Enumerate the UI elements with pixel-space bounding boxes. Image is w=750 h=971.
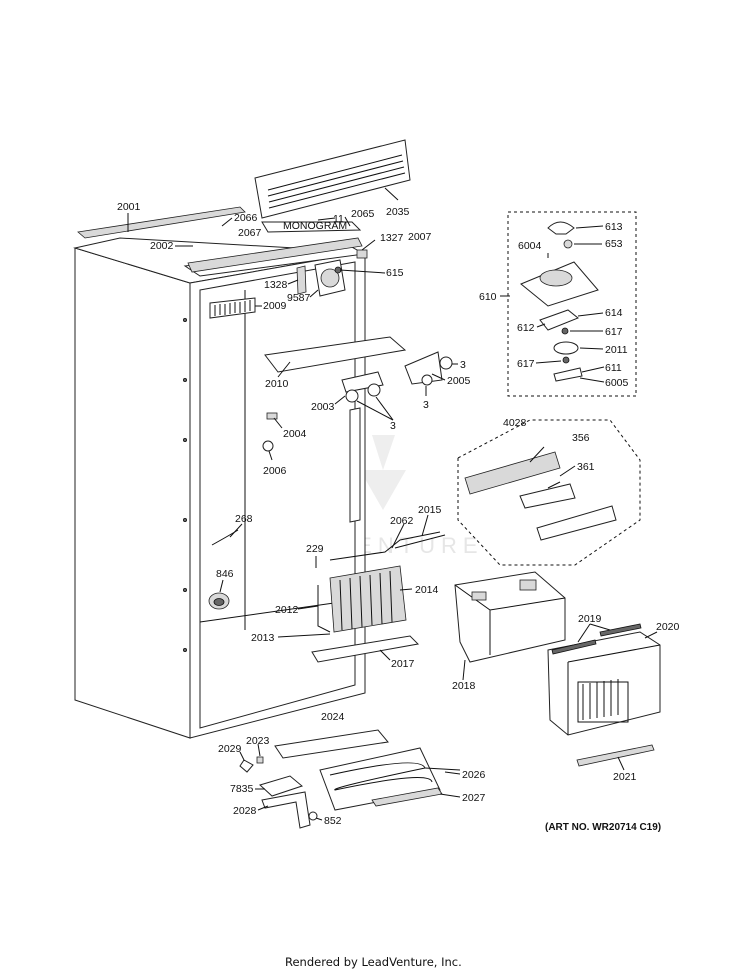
- label-2020: 2020: [656, 621, 680, 633]
- sensor-2029: [239, 759, 254, 773]
- label-3-b: 3: [423, 399, 429, 411]
- part-labels: 2001 2066 2067 2002 11 2065 2035 1327 20…: [117, 201, 680, 827]
- label-6004: 6004: [518, 240, 542, 252]
- label-2017: 2017: [391, 658, 415, 670]
- label-2065: 2065: [351, 208, 375, 220]
- control-panel-2002: [187, 237, 363, 273]
- label-2003: 2003: [311, 401, 335, 413]
- brand-plate-text: MONOGRAM: [283, 220, 347, 232]
- label-617-b: 617: [517, 358, 535, 370]
- label-2010: 2010: [265, 378, 289, 390]
- art-number: (ART NO. WR20714 C19): [545, 822, 661, 833]
- label-2015: 2015: [418, 504, 442, 516]
- label-2007: 2007: [408, 231, 432, 243]
- brand-plate: [261, 221, 362, 233]
- label-1328: 1328: [264, 279, 288, 291]
- label-361: 361: [577, 461, 595, 473]
- assembly-610: [520, 221, 599, 382]
- bracket-1328: [296, 265, 307, 295]
- label-2027: 2027: [462, 792, 486, 804]
- label-268: 268: [235, 513, 253, 525]
- cover-2024: [274, 729, 389, 759]
- grille-2035: [254, 139, 411, 219]
- strip-2019-b: [599, 623, 642, 637]
- light-housing-2005: [404, 351, 453, 386]
- strip-2019-a: [551, 639, 597, 655]
- label-615: 615: [386, 267, 404, 279]
- label-612: 612: [517, 322, 535, 334]
- label-6005: 6005: [605, 377, 629, 389]
- label-2014: 2014: [415, 584, 439, 596]
- bracket-2028: [261, 791, 311, 829]
- label-2012: 2012: [275, 604, 299, 616]
- label-2019: 2019: [578, 613, 602, 625]
- label-9587: 9587: [287, 292, 311, 304]
- footer-credit: Rendered by LeadVenture, Inc.: [285, 955, 462, 969]
- label-11: 11: [333, 213, 344, 225]
- evaporator-2014: [317, 565, 407, 633]
- label-653: 653: [605, 238, 623, 250]
- label-2001: 2001: [117, 201, 141, 213]
- fan-615: [314, 259, 346, 297]
- label-2021: 2021: [613, 771, 637, 783]
- label-2029: 2029: [218, 743, 242, 755]
- callout-lines: [127, 187, 658, 821]
- assembly-4028: [464, 451, 617, 541]
- part-2004: [266, 412, 278, 420]
- screw-852: [308, 811, 318, 821]
- label-2009: 2009: [263, 300, 287, 312]
- drain-846: [208, 592, 230, 610]
- tube-268: [211, 529, 239, 546]
- label-613: 613: [605, 221, 623, 233]
- label-2006: 2006: [263, 465, 287, 477]
- label-2013: 2013: [251, 632, 275, 644]
- bracket-7835: [259, 775, 304, 797]
- label-229: 229: [306, 543, 324, 555]
- cover-2010: [264, 336, 407, 373]
- label-2067: 2067: [238, 227, 262, 239]
- label-2035: 2035: [386, 206, 410, 218]
- label-3-a: 3: [460, 359, 466, 371]
- cover-2018: [454, 571, 566, 663]
- label-7835: 7835: [230, 783, 254, 795]
- label-2011: 2011: [605, 344, 628, 356]
- label-2005: 2005: [447, 375, 471, 387]
- label-4028: 4028: [503, 417, 527, 429]
- label-2062: 2062: [390, 515, 414, 527]
- label-2023: 2023: [246, 735, 270, 747]
- label-610: 610: [479, 291, 497, 303]
- label-2018: 2018: [452, 680, 476, 692]
- light-housing-2003: [341, 371, 384, 403]
- part-2006: [262, 440, 274, 452]
- label-614: 614: [605, 307, 623, 319]
- tube-2015: [394, 534, 446, 549]
- vent-2009: [209, 297, 256, 319]
- cover-2020: [547, 631, 661, 736]
- assembly-4028-box: [457, 419, 641, 566]
- part-1327: [356, 249, 368, 259]
- label-2066: 2066: [234, 212, 258, 224]
- label-1327: 1327: [380, 232, 404, 244]
- top-trim-2001: [77, 206, 246, 239]
- label-2028: 2028: [233, 805, 257, 817]
- label-2004: 2004: [283, 428, 307, 440]
- label-846: 846: [216, 568, 234, 580]
- label-617-a: 617: [605, 326, 623, 338]
- part-2023: [256, 756, 264, 764]
- bracket-2021: [576, 744, 655, 767]
- label-852: 852: [324, 815, 342, 827]
- label-356: 356: [572, 432, 590, 444]
- label-2026: 2026: [462, 769, 486, 781]
- label-2024: 2024: [321, 711, 345, 723]
- label-2002: 2002: [150, 240, 174, 252]
- label-611: 611: [605, 362, 622, 374]
- drain-pan-2017: [311, 635, 420, 663]
- label-3-c: 3: [390, 420, 396, 432]
